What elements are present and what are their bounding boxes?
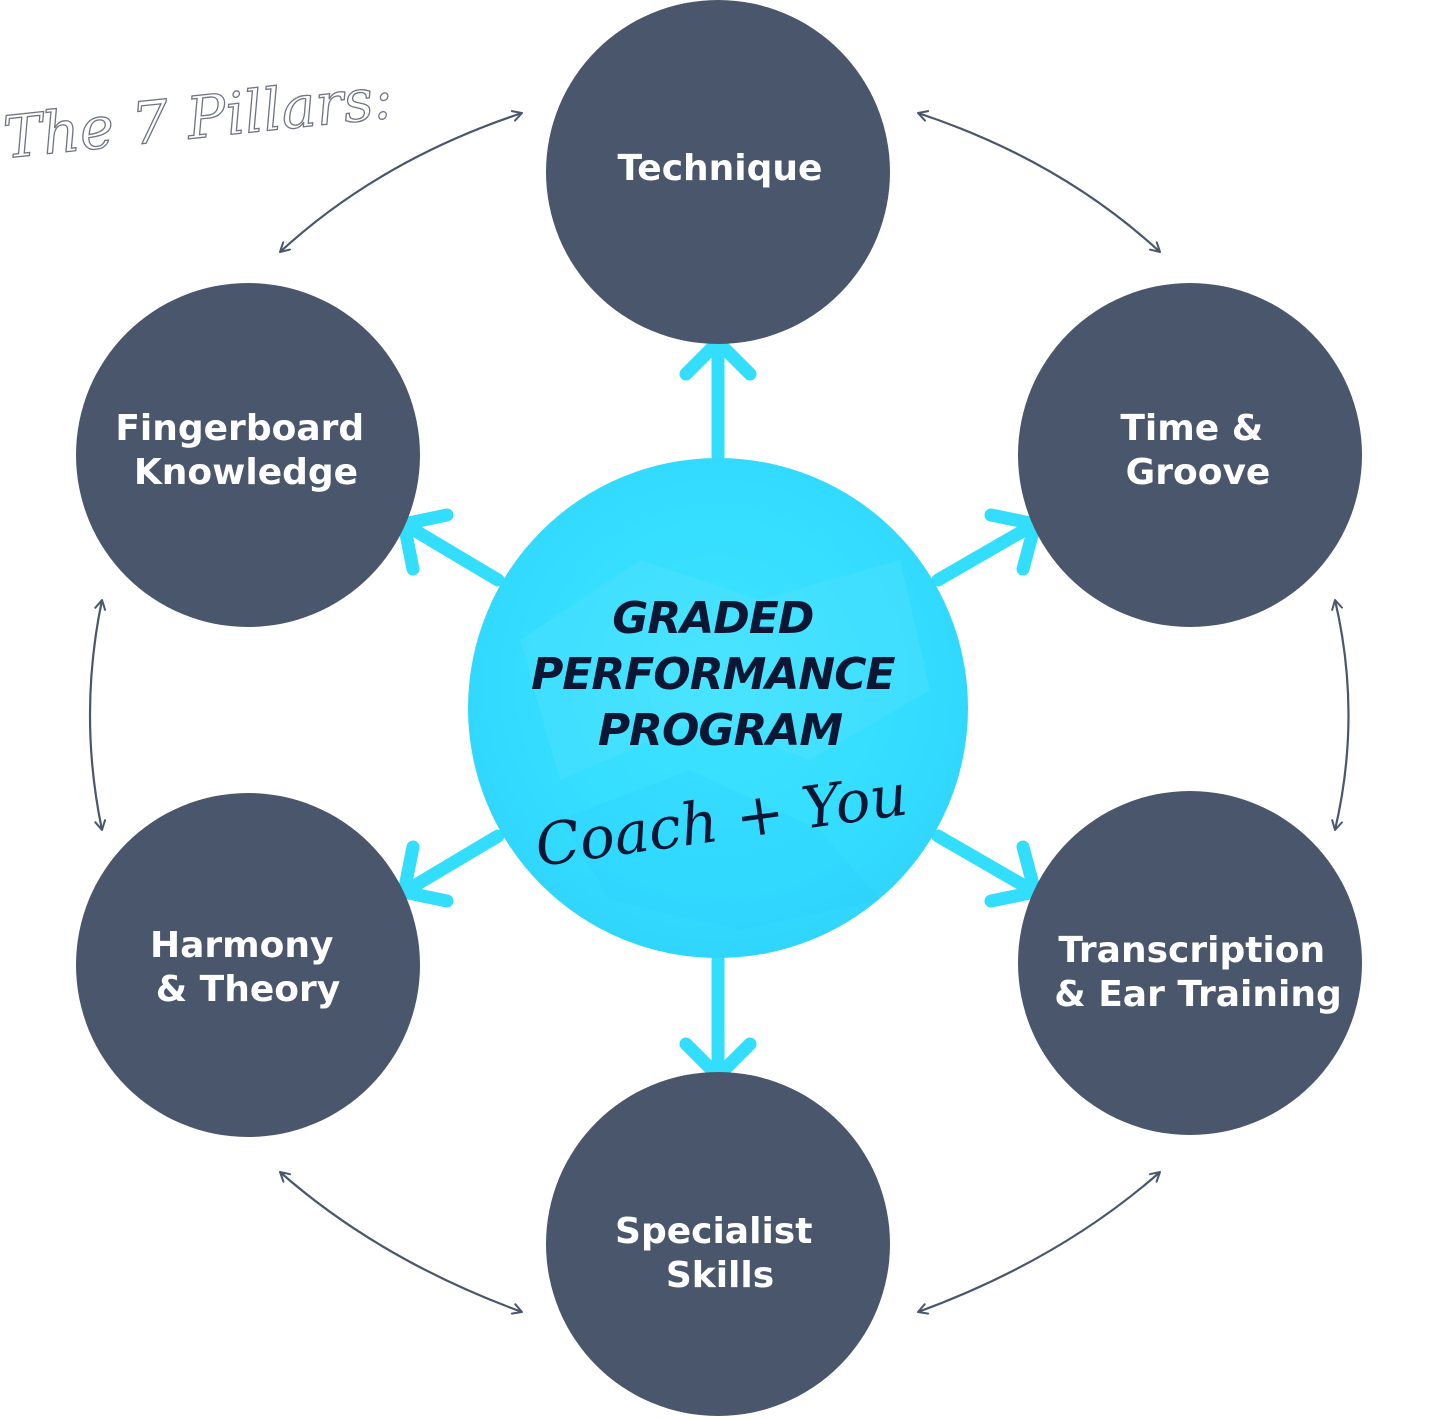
pillar-technique: Technique <box>546 0 890 344</box>
pillar-label-line: Technique <box>618 148 823 189</box>
pillar-label-line: Time & <box>1120 408 1263 449</box>
pillar-label-line: Fingerboard <box>115 408 364 449</box>
pillar-label: Transcription & Ear Training <box>1054 930 1341 1015</box>
connector-arc-specialist-harmony <box>279 1171 523 1315</box>
connector-arc-time-groove-transcription <box>1331 599 1350 831</box>
hub-title-line: GRADED <box>612 593 813 644</box>
hub-arrow-specialist <box>679 953 757 1083</box>
pillar-specialist-skills: Specialist Skills <box>546 1072 890 1416</box>
pillar-label-line: Groove <box>1126 452 1271 493</box>
hub-arrow-technique <box>679 335 757 463</box>
hub-arrow-harmony <box>397 829 505 908</box>
hub-texture <box>560 770 880 930</box>
hub-texture <box>520 560 930 780</box>
pillar-circle <box>76 793 420 1137</box>
pillar-label: Fingerboard Knowledge <box>115 408 376 493</box>
diagram-heading: The 7 Pillars: <box>0 63 395 171</box>
hub-title: GRADED PERFORMANCE PROGRAM <box>531 593 909 756</box>
connector-arc-fingerboard-technique <box>279 110 523 253</box>
hub: GRADED PERFORMANCE PROGRAM Coach + You <box>468 458 968 958</box>
connector-arcs <box>88 110 1350 1315</box>
pillar-harmony-theory: Harmony & Theory <box>76 793 420 1137</box>
pillar-label: Specialist Skills <box>615 1211 825 1296</box>
pillar-label-line: Harmony <box>150 925 334 966</box>
pillar-label: Time & Groove <box>1120 408 1275 493</box>
pillar-fingerboard-knowledge: Fingerboard Knowledge <box>76 283 420 627</box>
pillar-circle <box>1018 791 1362 1135</box>
connector-arc-technique-time-groove <box>917 110 1161 253</box>
pillar-label-line: Knowledge <box>134 452 358 493</box>
pillar-time-groove: Time & Groove <box>1018 283 1362 627</box>
hub-arrow-fingerboard <box>397 508 505 587</box>
hub-title-line: PROGRAM <box>598 705 843 756</box>
pillar-label-line: Specialist <box>615 1211 812 1252</box>
pillar-label-line: & Ear Training <box>1054 974 1341 1015</box>
pillar-label: Technique <box>618 148 823 189</box>
pillar-circle <box>546 0 890 344</box>
hub-title-line: PERFORMANCE <box>531 649 895 700</box>
pillar-label-line: Transcription <box>1058 930 1325 971</box>
pillar-label-line: & Theory <box>156 969 340 1010</box>
pillar-circle <box>1018 283 1362 627</box>
pillar-circle <box>76 283 420 627</box>
hub-arrow-time-groove <box>931 508 1042 587</box>
pillar-label-line: Skills <box>666 1255 774 1296</box>
hub-circle <box>468 458 968 958</box>
hub-arrow-transcription <box>931 829 1042 908</box>
pillar-circle <box>546 1072 890 1416</box>
connector-arc-harmony-fingerboard <box>88 599 107 831</box>
pillar-transcription-ear-training: Transcription & Ear Training <box>1018 791 1362 1135</box>
connector-arc-transcription-specialist <box>917 1171 1161 1315</box>
pillar-label: Harmony & Theory <box>150 925 346 1010</box>
